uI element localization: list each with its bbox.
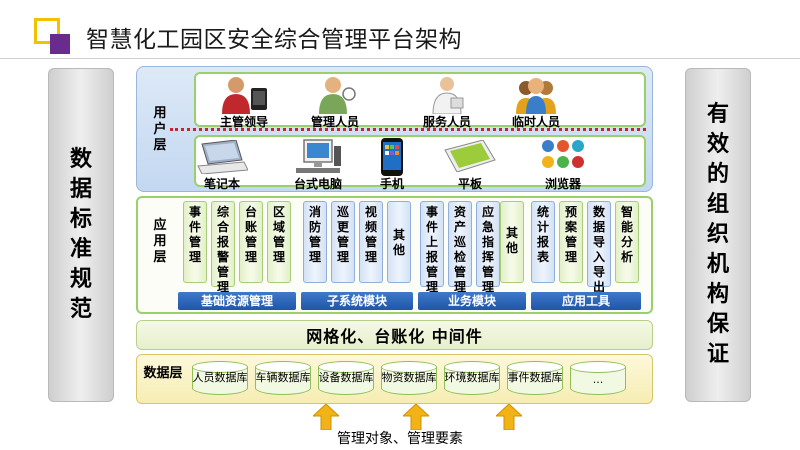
data-standards-text: 数据标准规范 bbox=[69, 147, 92, 322]
logo-frame bbox=[34, 18, 60, 44]
data-standards-pillar: 数据标准规范 bbox=[48, 68, 114, 402]
device-label-browser: 浏览器 bbox=[544, 177, 582, 191]
module-basic-resources: 基础资源管理 bbox=[178, 292, 296, 310]
app-column-label: 台账管理 bbox=[244, 205, 257, 264]
temp-staff-icon bbox=[516, 78, 556, 114]
up-arrow-icon bbox=[403, 404, 429, 430]
app-column: 其他 bbox=[500, 201, 524, 283]
management-objects-caption: 管理对象、管理要素 bbox=[337, 431, 463, 447]
app-column-label: 统计报表 bbox=[536, 205, 549, 264]
app-column-label: 其他 bbox=[505, 226, 518, 255]
desktop-icon bbox=[296, 139, 341, 173]
database-cylinder: ... bbox=[570, 361, 626, 397]
manager-icon bbox=[319, 77, 356, 114]
logo-square bbox=[50, 34, 70, 54]
app-column: 消防管理 bbox=[303, 201, 327, 283]
database-cylinder: 环境数据库 bbox=[444, 361, 500, 397]
user-layer-label: 用户层 bbox=[153, 106, 167, 153]
database-label: 车辆数据库 bbox=[255, 371, 311, 384]
app-column: 数据导入导出 bbox=[587, 201, 611, 294]
page-title: 智慧化工园区安全综合管理平台架构 bbox=[86, 27, 462, 53]
user-label-manager: 管理人员 bbox=[310, 115, 360, 129]
app-column-label: 事件管理 bbox=[188, 205, 201, 264]
service-staff-icon bbox=[432, 77, 464, 114]
title-divider bbox=[0, 58, 800, 59]
user-label-leader: 主管领导 bbox=[219, 115, 269, 129]
data-layer-label: 数据层 bbox=[143, 366, 183, 381]
database-label: 环境数据库 bbox=[444, 371, 500, 384]
up-arrow-icon bbox=[313, 404, 339, 430]
user-layer-divider bbox=[170, 128, 646, 131]
middleware-layer: 网格化、台账化 中间件 bbox=[136, 320, 653, 350]
app-column-label: 智能分析 bbox=[620, 205, 633, 264]
database-cylinder: 事件数据库 bbox=[507, 361, 563, 397]
database-label: 事件数据库 bbox=[507, 371, 563, 384]
tablet-icon bbox=[444, 140, 496, 172]
app-column: 台账管理 bbox=[239, 201, 263, 283]
app-column-label: 事件上报管理 bbox=[425, 205, 438, 294]
database-cylinder: 物资数据库 bbox=[381, 361, 437, 397]
module-business: 业务模块 bbox=[418, 292, 526, 310]
people-box bbox=[194, 72, 646, 127]
app-column-label: 其他 bbox=[392, 228, 405, 257]
device-box bbox=[194, 135, 646, 187]
laptop-icon bbox=[197, 140, 248, 174]
app-column-label: 区域管理 bbox=[272, 205, 285, 264]
database-label: 人员数据库 bbox=[192, 371, 248, 384]
app-column: 事件管理 bbox=[183, 201, 207, 283]
application-layer-label: 应用层 bbox=[153, 218, 167, 265]
app-column: 应急指挥管理 bbox=[476, 201, 500, 294]
device-label-desktop: 台式电脑 bbox=[293, 177, 343, 191]
device-label-tablet: 平板 bbox=[457, 177, 483, 191]
organization-text: 有效的组织机构保证 bbox=[706, 102, 729, 367]
app-column: 区域管理 bbox=[267, 201, 291, 283]
database-label: ... bbox=[592, 373, 604, 386]
database-label: 设备数据库 bbox=[318, 371, 374, 384]
app-column: 视频管理 bbox=[359, 201, 383, 283]
database-cylinder: 设备数据库 bbox=[318, 361, 374, 397]
app-column-label: 资产巡检管理 bbox=[453, 205, 466, 294]
app-column-label: 消防管理 bbox=[308, 205, 321, 264]
app-column: 综合报警管理 bbox=[211, 201, 235, 294]
app-column: 统计报表 bbox=[531, 201, 555, 283]
database-cylinder: 人员数据库 bbox=[192, 361, 248, 397]
app-column-label: 视频管理 bbox=[364, 205, 377, 264]
organization-pillar: 有效的组织机构保证 bbox=[685, 68, 751, 402]
leader-icon bbox=[222, 77, 267, 114]
app-column-label: 数据导入导出 bbox=[592, 205, 605, 294]
database-cylinder: 车辆数据库 bbox=[255, 361, 311, 397]
device-label-laptop: 笔记本 bbox=[203, 177, 241, 191]
app-column: 其他 bbox=[387, 201, 411, 283]
app-column-label: 应急指挥管理 bbox=[481, 205, 494, 294]
database-label: 物资数据库 bbox=[381, 371, 437, 384]
middleware-label: 网格化、台账化 中间件 bbox=[306, 327, 483, 346]
module-app-tools: 应用工具 bbox=[531, 292, 641, 310]
app-column-label: 综合报警管理 bbox=[216, 205, 229, 294]
app-column: 巡更管理 bbox=[331, 201, 355, 283]
user-label-temp: 临时人员 bbox=[511, 115, 561, 129]
phone-icon bbox=[381, 138, 403, 176]
app-column: 预案管理 bbox=[559, 201, 583, 283]
user-label-service: 服务人员 bbox=[422, 115, 472, 129]
module-subsystem: 子系统模块 bbox=[301, 292, 413, 310]
app-column: 资产巡检管理 bbox=[448, 201, 472, 294]
browser-icon bbox=[542, 140, 584, 168]
device-label-phone: 手机 bbox=[379, 177, 405, 191]
app-column-label: 巡更管理 bbox=[336, 205, 349, 264]
app-column: 智能分析 bbox=[615, 201, 639, 283]
app-column-label: 预案管理 bbox=[564, 205, 577, 264]
app-column: 事件上报管理 bbox=[420, 201, 444, 294]
up-arrow-icon bbox=[496, 404, 522, 430]
